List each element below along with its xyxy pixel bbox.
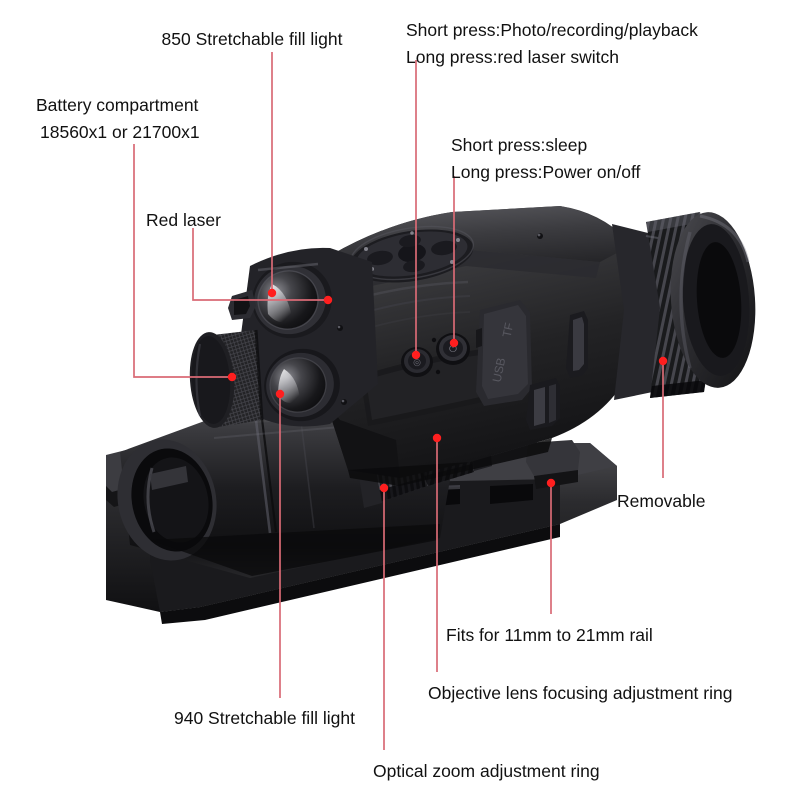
side-buttons: ◎ ⏻ xyxy=(401,333,470,377)
leader-lines xyxy=(133,52,664,750)
label-battery-line2: 18560x1 or 21700x1 xyxy=(40,122,200,142)
indicator-hole-upper xyxy=(431,337,437,343)
label-power-line2: Long press:Power on/off xyxy=(451,162,641,182)
top-control-pad xyxy=(349,225,543,283)
port-cover: TF USB xyxy=(476,300,532,406)
eyepiece-assembly xyxy=(612,212,756,400)
battery-compartment-cap xyxy=(189,329,264,428)
leader-battery xyxy=(133,144,232,378)
label-record-line2: Long press:red laser switch xyxy=(406,47,620,67)
label-red-laser: Red laser xyxy=(146,210,221,230)
svg-text:⏻: ⏻ xyxy=(449,344,457,355)
dpad-center-button xyxy=(398,243,426,263)
port-label-usb: USB xyxy=(490,356,509,383)
svg-text:◎: ◎ xyxy=(413,357,421,367)
fill-light-940-unit xyxy=(264,348,340,422)
label-objective-ring: Objective lens focusing adjustment ring xyxy=(428,683,733,703)
label-fill-light-850: 850 Stretchable fill light xyxy=(161,29,343,49)
indicator-hole-lower xyxy=(435,369,441,375)
leader-red-laser xyxy=(192,228,328,301)
side-latches xyxy=(526,311,588,430)
label-rail: Fits for 11mm to 21mm rail xyxy=(446,625,653,645)
port-label-tf: TF xyxy=(500,321,517,338)
leader-endpoint-markers xyxy=(227,288,668,493)
label-fill-light-940: 940 Stretchable fill light xyxy=(174,708,355,728)
label-record-line1: Short press:Photo/recording/playback xyxy=(406,20,698,40)
dpad-screws xyxy=(364,231,460,271)
label-removable: Removable xyxy=(617,491,706,511)
label-zoom-ring: Optical zoom adjustment ring xyxy=(373,761,600,781)
label-battery-line1: Battery compartment xyxy=(36,95,199,115)
label-power-line1: Short press:sleep xyxy=(451,135,588,155)
